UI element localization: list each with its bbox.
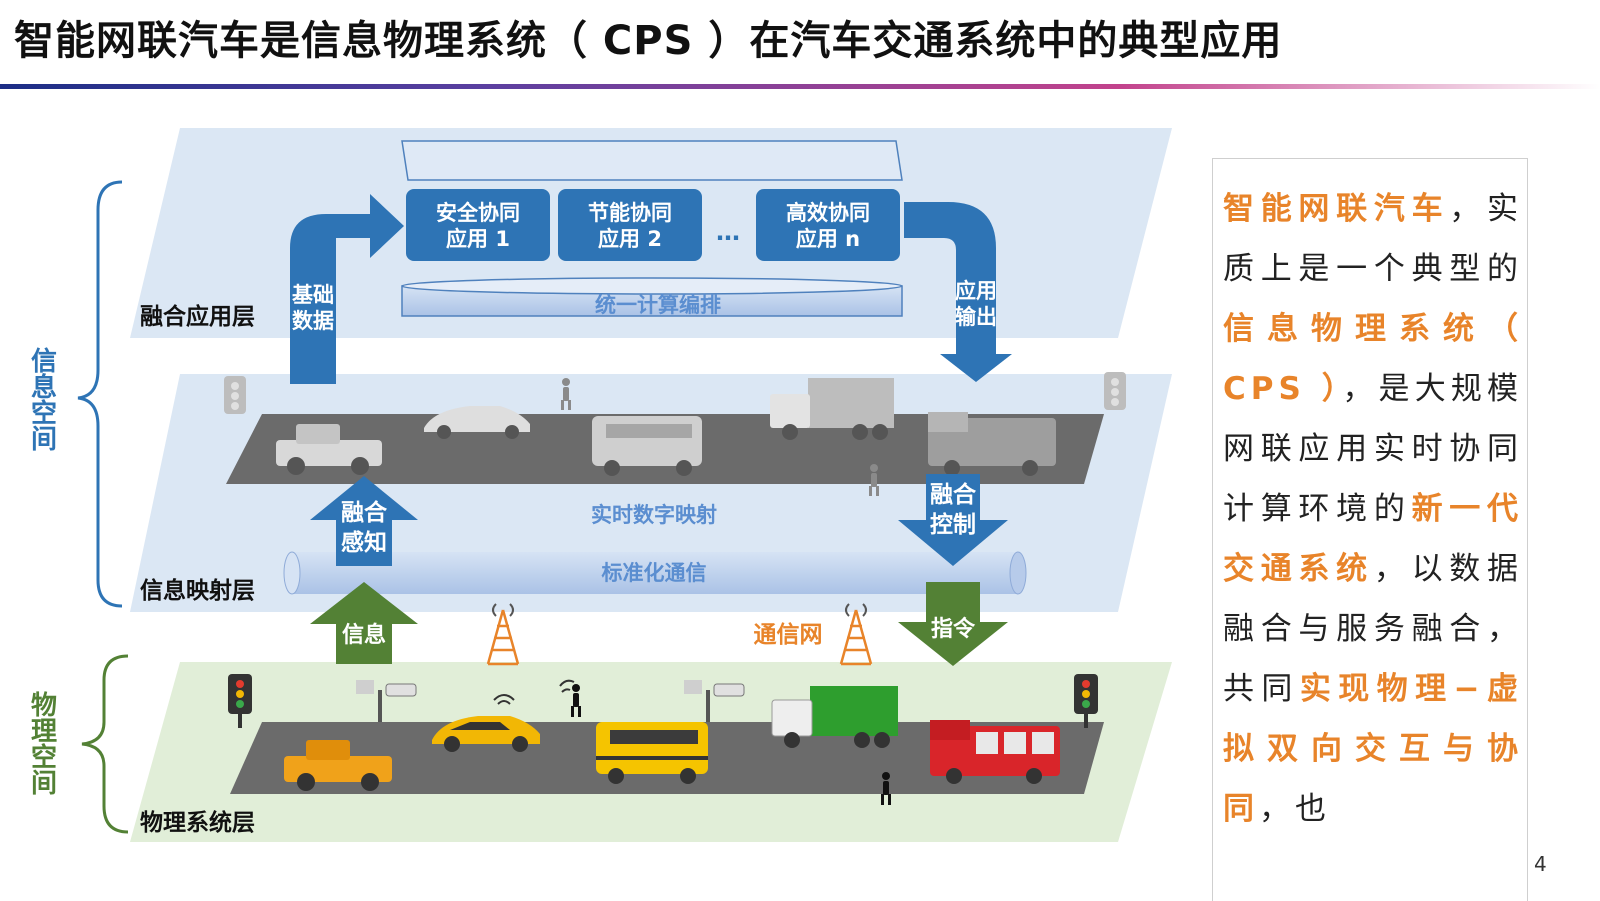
pedestrian-icon: [571, 684, 581, 717]
app-box-energy-line1: 节能协同: [588, 201, 672, 225]
physical-space-char: 物: [31, 691, 57, 721]
traffic-light-icon: [1074, 674, 1098, 728]
wifi-signal-icon: [493, 694, 515, 705]
body-text: ，以数据融合与服务融合，共同: [1223, 551, 1524, 707]
fire-truck-icon: [930, 720, 1060, 784]
fusion-control-label: 控制: [930, 511, 976, 538]
app-output-label: 输出: [955, 305, 997, 329]
physical-space-char: 空: [31, 742, 57, 773]
network-label: 通信网: [754, 621, 823, 648]
app-ellipsis: …: [716, 218, 740, 246]
sports-car-icon: [432, 716, 540, 752]
title-underline: [0, 84, 1600, 89]
body-text: ，也: [1259, 791, 1331, 827]
physical-space-char: 理: [31, 717, 57, 747]
school-bus-icon: [592, 416, 702, 476]
slide-title: 智能网联汽车是信息物理系统（ CPS ）在汽车交通系统中的典型应用: [14, 18, 1283, 64]
box-truck-icon: [771, 686, 898, 748]
info-arrow: [310, 582, 418, 664]
app-box-safety: [406, 189, 550, 261]
highlight-text: 智能网联汽车: [1223, 191, 1450, 227]
cps-diagram: 信 息 空 间 物 理 空 间 融合应用层 信息映射层 物理系统层 统一计算编排…: [31, 128, 1172, 842]
roadside-camera-icon: [684, 680, 745, 722]
fire-truck-icon: [928, 412, 1056, 476]
fusion-perception-label: 感知: [341, 529, 387, 556]
traffic-light-icon: [228, 674, 252, 728]
page-number: 4: [1534, 852, 1547, 876]
app-output-arrow: [904, 202, 1012, 382]
virtual-vehicles: [224, 372, 1126, 496]
mapping-layer-label: 信息映射层: [140, 577, 255, 604]
app-box-safety-line2: 应用 1: [446, 227, 510, 251]
base-data-label: 数据: [292, 309, 334, 333]
highlight-text: 实现物理−虚拟双向交互与协同: [1223, 671, 1524, 827]
unified-compute-cylinder: [401, 277, 903, 317]
app-output-label: 应用: [955, 279, 997, 303]
app-box-efficiency: [756, 189, 900, 261]
info-space-brace: [77, 180, 123, 608]
fusion-perception-arrow: [310, 476, 418, 566]
pedestrian-icon: [869, 464, 879, 496]
std-comm-label: 标准化通信: [602, 561, 707, 585]
app-platform-top: [401, 140, 903, 181]
realtime-mapping-label: 实时数字映射: [591, 503, 717, 527]
app-box-safety-line1: 安全协同: [436, 201, 520, 225]
cell-tower-icon: [839, 603, 873, 666]
body-text: ，实质上是一个典型的: [1223, 191, 1524, 287]
command-arrow: [898, 582, 1008, 666]
pickup-truck-icon: [284, 740, 392, 791]
fusion-control-label: 融合: [930, 481, 977, 508]
pedestrian-icon: [881, 772, 891, 805]
fusion-control-arrow: [898, 474, 1008, 566]
traffic-light-icon: [224, 376, 246, 414]
physical-space-char: 间: [31, 769, 57, 799]
highlight-text: 新一代交通系统: [1223, 491, 1524, 587]
wifi-signal-icon: [559, 679, 575, 693]
box-truck-icon: [770, 378, 894, 440]
info-space-char: 空: [31, 398, 57, 429]
cell-tower-icon: [486, 603, 520, 666]
physical-space-brace: [81, 654, 129, 834]
description-panel: 智能网联汽车，实质上是一个典型的信息物理系统（ CPS ），是大规模网联应用实时…: [1212, 158, 1528, 901]
command-arrow-label: 指令: [931, 616, 976, 642]
base-data-label: 基础: [292, 283, 334, 307]
physical-layer-label: 物理系统层: [140, 809, 255, 836]
pedestrian-icon: [561, 378, 571, 410]
fusion-perception-label: 融合: [341, 499, 388, 526]
info-space-char: 间: [31, 425, 57, 455]
info-space-char: 信: [31, 347, 57, 377]
physical-vehicles: [228, 674, 1098, 805]
roadside-camera-icon: [356, 680, 417, 722]
std-comm-cylinder: [283, 551, 1027, 595]
school-bus-icon: [596, 722, 708, 784]
description-text: 智能网联汽车，实质上是一个典型的信息物理系统（ CPS ），是大规模网联应用实时…: [1223, 179, 1523, 839]
highlight-text: 信息物理系统（ CPS ）: [1223, 311, 1523, 407]
unified-compute-label: 统一计算编排: [595, 293, 721, 317]
base-data-arrow: [290, 194, 404, 384]
app-box-energy: [558, 189, 702, 261]
pickup-truck-icon: [276, 424, 382, 475]
sports-car-icon: [424, 406, 530, 439]
info-arrow-label: 信息: [342, 622, 386, 648]
traffic-light-icon: [1104, 372, 1126, 410]
app-box-efficiency-line1: 高效协同: [786, 201, 870, 225]
app-box-energy-line2: 应用 2: [598, 227, 662, 251]
app-box-efficiency-line2: 应用 n: [796, 227, 860, 251]
info-space-char: 息: [31, 372, 57, 403]
body-text: ，是大规模网联应用实时协同计算环境的: [1223, 371, 1524, 527]
app-layer-label: 融合应用层: [140, 303, 255, 330]
